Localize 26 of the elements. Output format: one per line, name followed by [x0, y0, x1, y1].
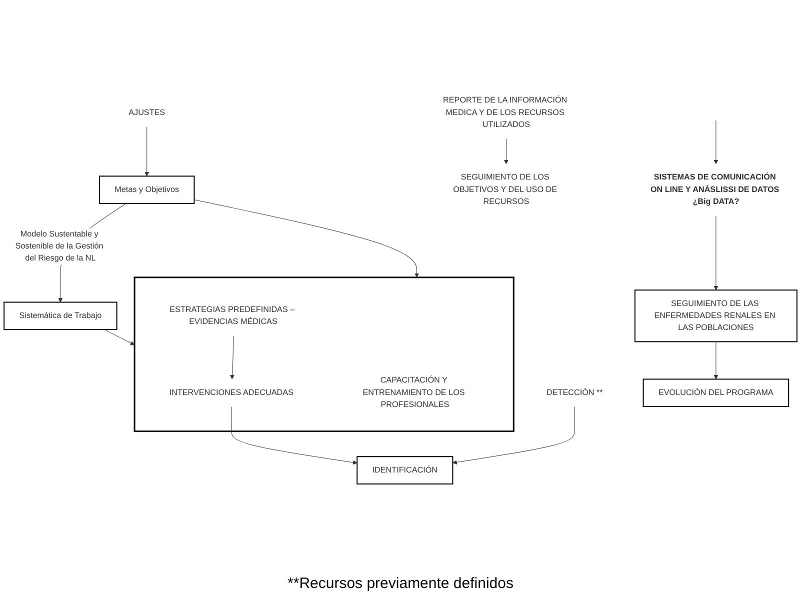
node-text: ESTRATEGIAS PREDEFINIDAS – EVIDENCIAS MÉDICAS: [170, 305, 295, 326]
node-text: AJUSTES: [128, 108, 166, 117]
arrow: [452, 406, 575, 464]
node-text: SISTEMAS DE COMUNICACIÓN ON LINE Y ANÁSLISSI DE DATOS ¿Big DATA?: [650, 173, 780, 206]
node-text: DETECCIÓN **: [546, 388, 603, 397]
arrow: [714, 120, 718, 164]
node-text: SEGUIMIENTO DE LOS OBJETIVOS Y DEL USO DE RECURSOS: [453, 173, 557, 206]
note: **Recursos previamente definidos: [288, 575, 514, 592]
node-text: CAPACITACIÓN Y ENTRENAMIENTO DE LOS PROFESIONALES: [362, 376, 465, 410]
edge-label: Modelo Sustentable y Sostenible de la Gestión del Riesgo de la NL: [15, 230, 104, 263]
arrow: [714, 215, 718, 290]
node-text: REPORTE DE LA INFORMACIÓN MEDICA Y DE LOS RECURSOS UTILIZADOS: [443, 96, 568, 130]
node-box: Sistemática de Trabajo: [4, 302, 118, 330]
arrow: [230, 335, 234, 380]
node-box: EVOLUCIÓN DEL PROGRAMA: [642, 378, 790, 407]
arrow: [194, 200, 420, 278]
arrow: [714, 341, 718, 380]
arrow: [104, 329, 135, 346]
node-box: Metas y Objetivos: [98, 176, 195, 204]
node-box: IDENTIFICACIÓN: [356, 456, 454, 484]
arrow: [504, 138, 508, 164]
node-box: SEGUIMIENTO DE LAS ENFERMEDADES RENALES EN LAS POBLACIONES: [634, 290, 798, 342]
cluster: [134, 276, 514, 432]
arrow: [144, 126, 150, 176]
node-text: INTERVENCIONES ADECUADAS: [169, 388, 294, 397]
arrow: [231, 406, 358, 465]
